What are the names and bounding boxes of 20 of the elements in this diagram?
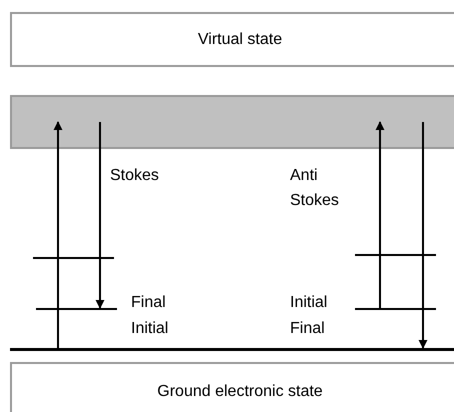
transition-label: Initial [290, 293, 328, 313]
transition-arrow [54, 121, 62, 348]
transition-label: Final [290, 319, 325, 339]
transition-arrow [96, 122, 104, 309]
transition-arrow [418, 122, 428, 349]
transition-label: Initial [131, 319, 168, 339]
state-label: Ground electronic state [156, 382, 324, 402]
transition-label: Stokes [110, 166, 159, 186]
ground-level-line [10, 348, 454, 351]
virtual-level-band [10, 95, 454, 149]
transition-arrow [376, 121, 384, 308]
energy-level-line [33, 257, 114, 259]
state-box [10, 362, 454, 412]
energy-level-line [355, 308, 436, 310]
energy-level-line [36, 308, 117, 310]
state-box [10, 12, 454, 67]
energy-level-line [355, 254, 436, 256]
transition-label: Anti Stokes [290, 166, 340, 211]
state-label: Virtual state [196, 30, 284, 50]
transition-label: Final [131, 293, 166, 313]
